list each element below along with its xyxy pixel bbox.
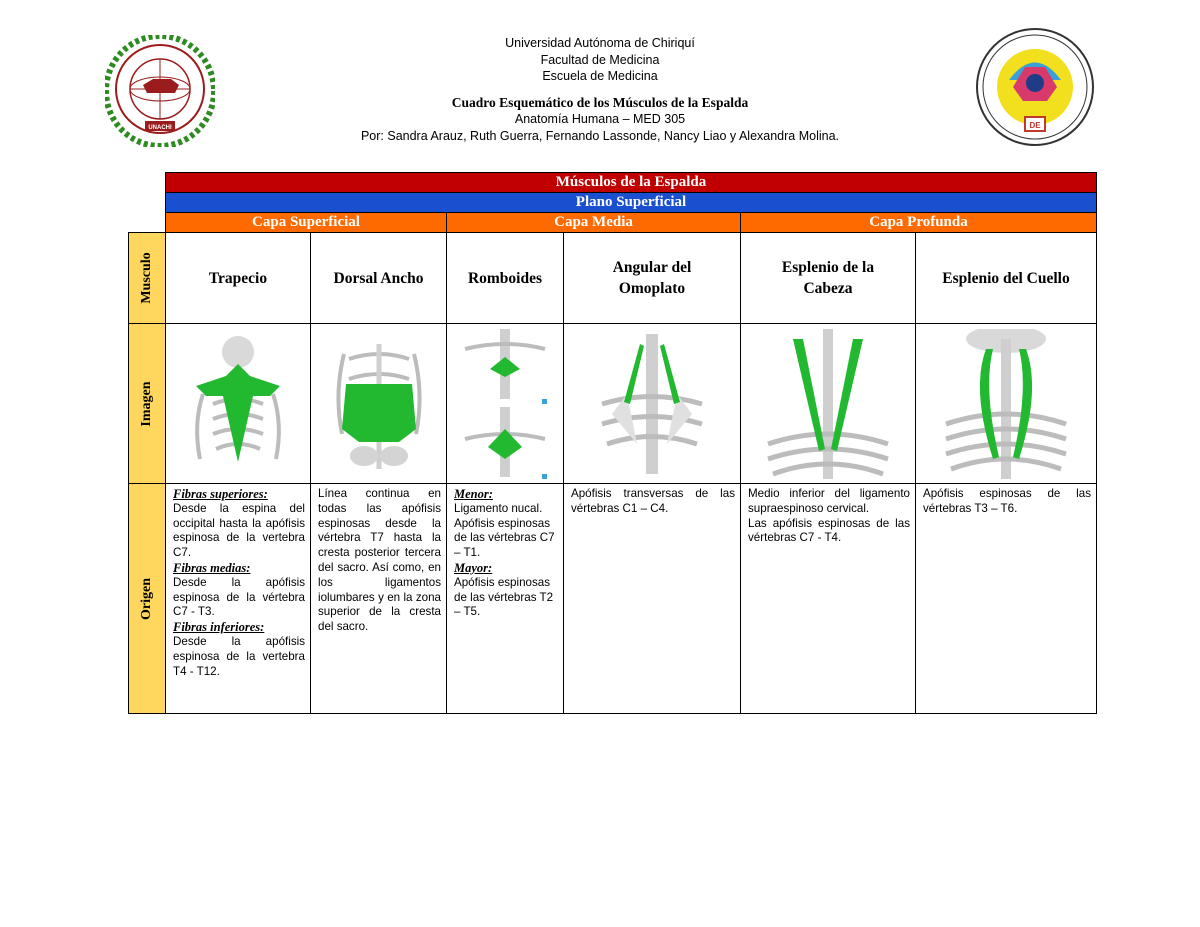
origin-trapecio-h1: Fibras superiores: [173, 487, 268, 501]
layer-profunda: Capa Profunda [740, 212, 1097, 233]
seal-right-badge: DE [1029, 121, 1041, 130]
origin-romboides-h2: Mayor: [454, 560, 493, 575]
school-name: Escuela de Medicina [542, 69, 658, 83]
muscle-romboides: Romboides [446, 232, 564, 324]
origin-trapecio-t2: Desde la apófisis espinosa de la vértebr… [173, 575, 305, 619]
origin-esplenio-cabeza-1: Medio inferior del ligamento supraespino… [748, 487, 910, 515]
image-cell-trapecio [165, 323, 311, 484]
dorsal-illustration-icon [335, 343, 422, 469]
document-title: Cuadro Esquemático de los Músculos de la… [451, 94, 749, 110]
image-cell-esplenio-cabeza [740, 323, 916, 484]
origin-trapecio-h2: Fibras medias: [173, 560, 251, 575]
image-cell-dorsal [310, 323, 447, 484]
muscle-esplenio-cuello: Esplenio del Cuello [915, 232, 1097, 324]
muscle-dorsal-ancho: Dorsal Ancho [310, 232, 447, 324]
university-name: Universidad Autónoma de Chiriquí [505, 36, 695, 50]
origin-trapecio: Fibras superiores: Desde la espina del o… [165, 483, 311, 714]
authors-line: Por: Sandra Arauz, Ruth Guerra, Fernando… [360, 128, 840, 143]
document-header: Universidad Autónoma de Chiriquí Faculta… [0, 35, 1200, 144]
row-label-image: Imagen [128, 323, 166, 484]
layer-superficial: Capa Superficial [165, 212, 447, 233]
origin-trapecio-t1: Desde la espina del occipital hasta la a… [173, 501, 305, 560]
origin-dorsal: Línea continua en todas las apófisis esp… [310, 483, 447, 714]
muscle-angular: Angular del Omoplato [563, 232, 741, 324]
origin-romboides: Menor: Ligamento nucal. Apófisis espinos… [446, 483, 564, 714]
origin-trapecio-t3: Desde la apófisis espinosa de la vertebr… [173, 634, 305, 678]
image-cell-esplenio-cuello [915, 323, 1097, 484]
romboides-illustration-icon [464, 328, 547, 479]
origin-esplenio-cabeza: Medio inferior del ligamento supraespino… [740, 483, 916, 714]
faculty-name: Facultad de Medicina [540, 52, 660, 67]
university-seal-left-icon: UNACHI [105, 35, 215, 147]
angular-illustration-icon [601, 333, 703, 474]
band-main-title: Músculos de la Espalda [165, 172, 1097, 193]
origin-romboides-t2: Apófisis espinosas de las vértebras T2 –… [454, 575, 554, 619]
muscle-trapecio: Trapecio [165, 232, 311, 324]
image-cell-angular [563, 323, 741, 484]
muscle-esplenio-cabeza: Esplenio de la Cabeza [740, 232, 916, 324]
seal-left-text: UNACHI [148, 125, 172, 131]
origin-romboides-h1: Menor: [454, 487, 493, 501]
course-name: Anatomía Humana – MED 305 [514, 112, 686, 126]
trapecio-illustration-icon [195, 335, 281, 462]
muscles-table: Músculos de la Espalda Plano Superficial… [128, 172, 1097, 714]
origin-trapecio-h3: Fibras inferiores: [173, 620, 265, 635]
origin-angular: Apófisis transversas de las vértebras C1… [563, 483, 741, 714]
image-cell-romboides [446, 323, 564, 484]
esplenio-cabeza-illustration-icon [767, 328, 889, 479]
origin-esplenio-cuello: Apófisis espinosas de las vértebras T3 –… [915, 483, 1097, 714]
esplenio-cuello-illustration-icon [945, 328, 1067, 479]
origin-esplenio-cabeza-2: Las apófisis espinosas de las vértebras … [748, 516, 910, 545]
medicine-faculty-seal-right-icon: DE [976, 28, 1094, 146]
layer-media: Capa Media [446, 212, 741, 233]
row-label-muscle: Musculo [128, 232, 166, 324]
origin-romboides-t1: Ligamento nucal. Apófisis espinosas de l… [454, 501, 555, 560]
row-label-origin: Origen [128, 483, 166, 714]
band-plane-title: Plano Superficial [165, 192, 1097, 213]
